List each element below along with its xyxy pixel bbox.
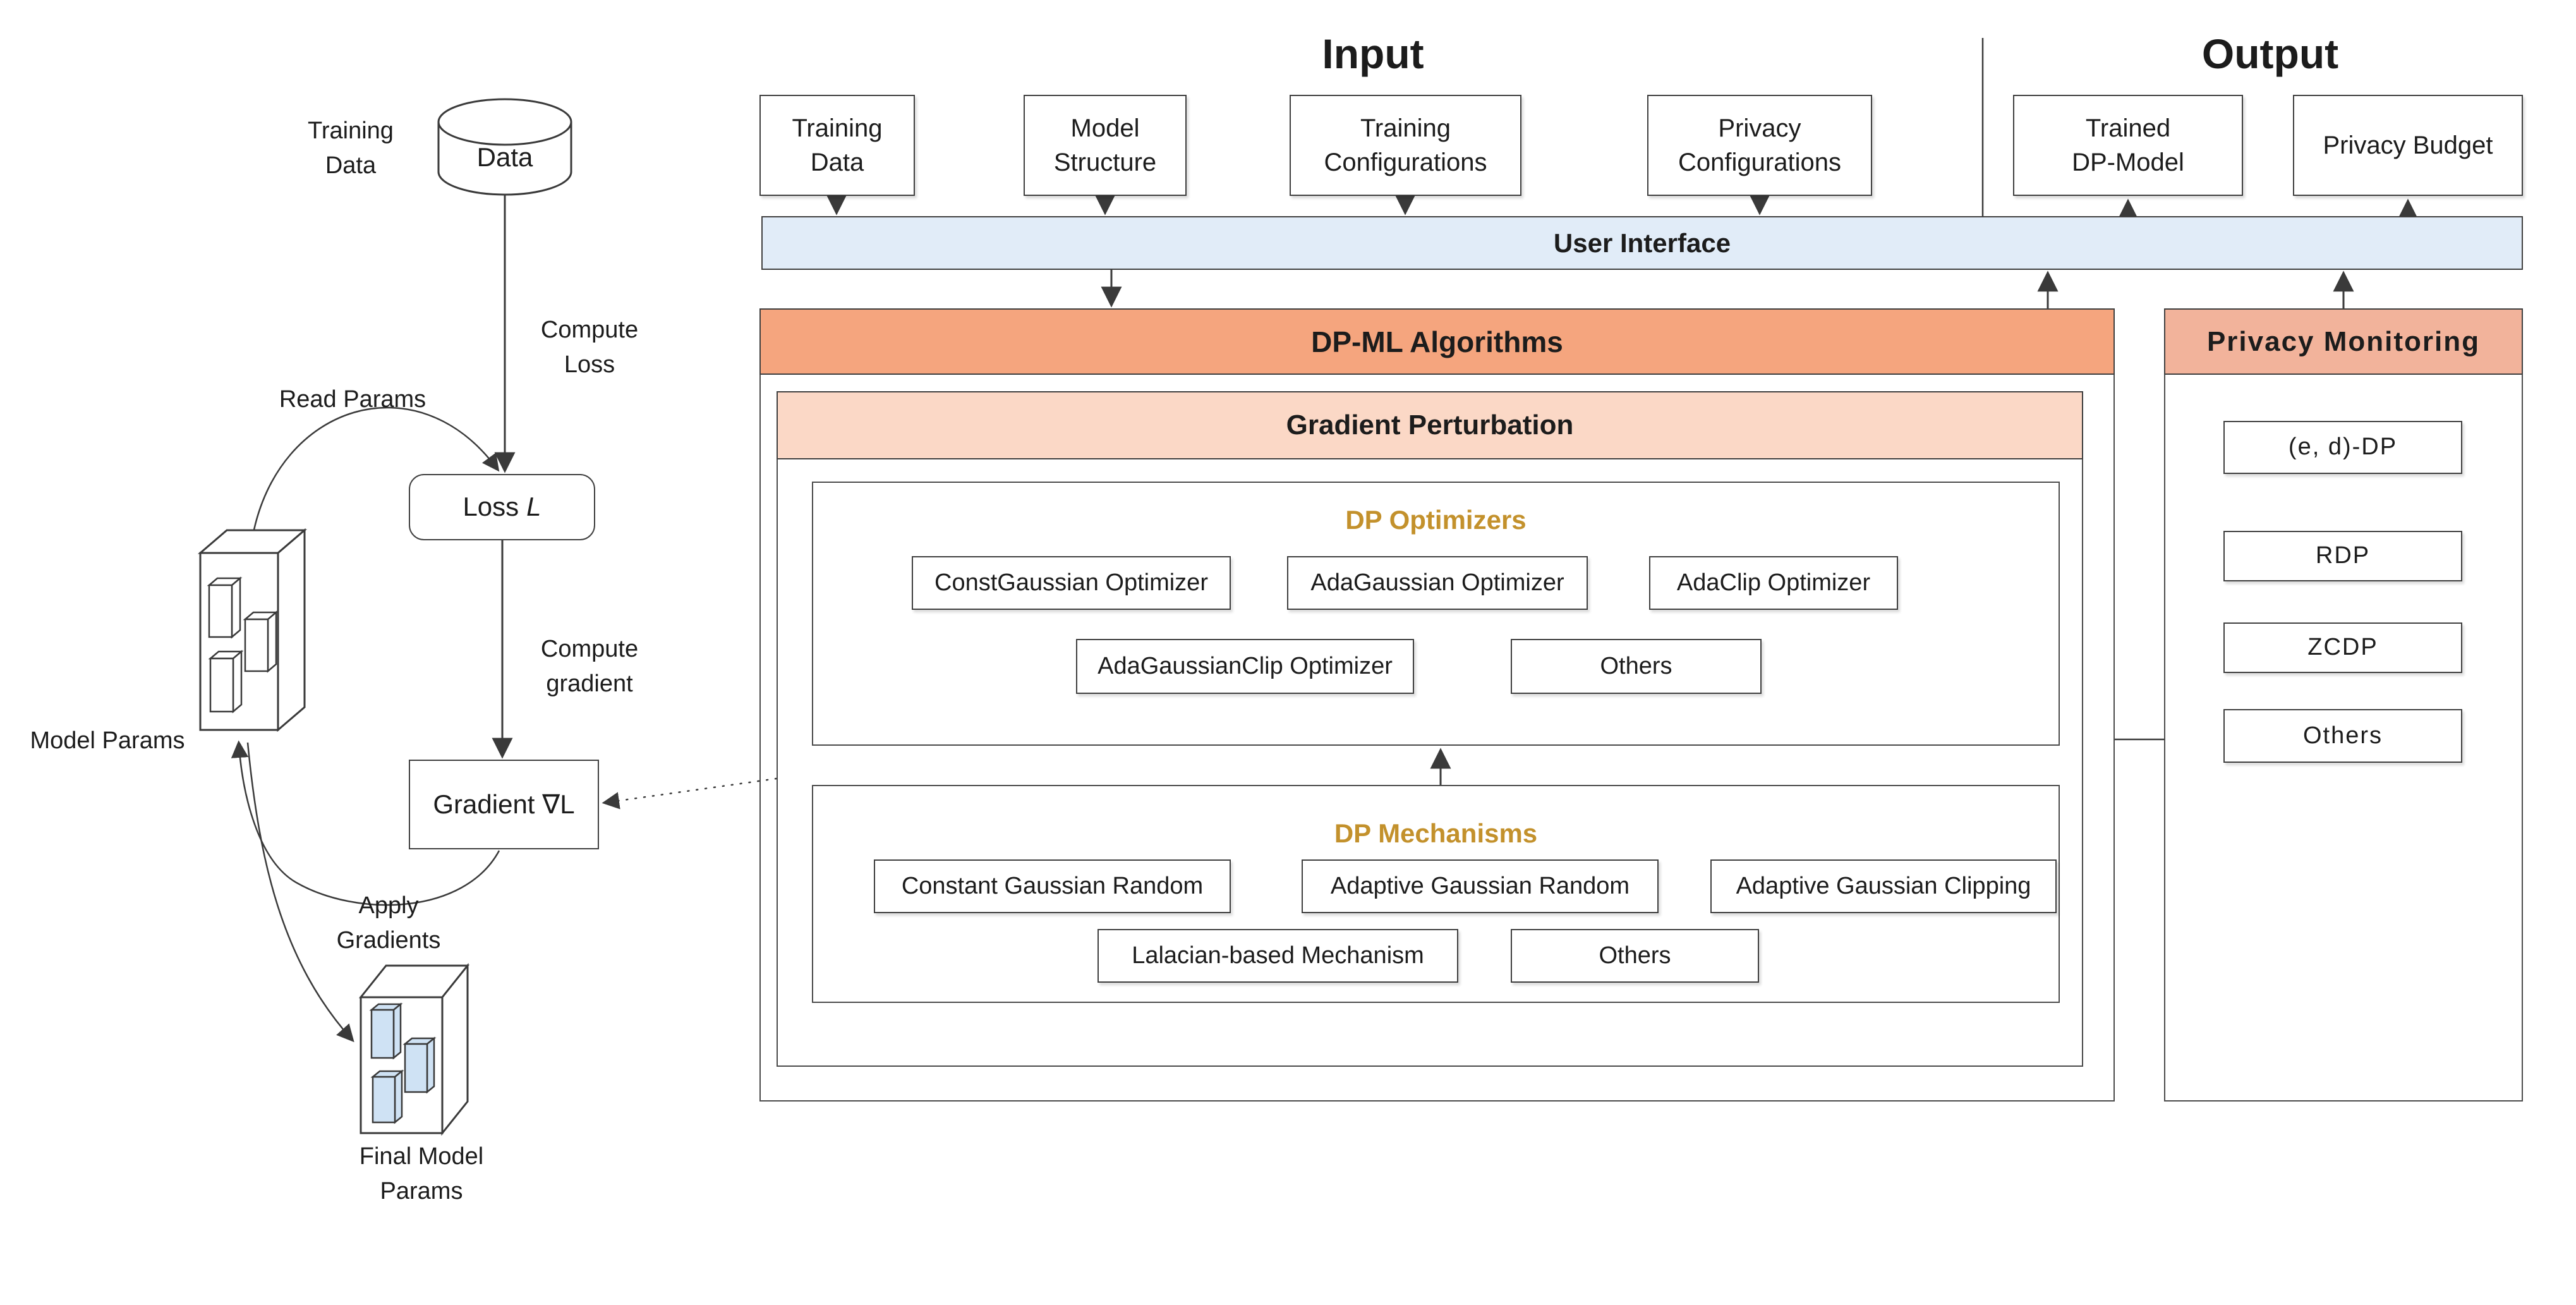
input-box-model-structure: Model Structure [1024,95,1187,196]
io-arrows [826,194,2419,785]
input-title: Input [1322,30,1424,77]
privacy-others: Others [2223,709,2462,763]
input-box-privacy-configurations: Privacy Configurations [1647,95,1872,196]
user-interface-bar: User Interface [761,216,2523,270]
mechanism-lalacian-based: Lalacian-based Mechanism [1098,929,1458,983]
mechanism-constant-gaussian-random: Constant Gaussian Random [874,859,1231,913]
flow-curves [231,406,778,1043]
dp-mechanisms-title: DP Mechanisms [1334,818,1538,848]
flow-arrows [492,195,516,759]
dp-to-gradient-dotted-arrow [602,777,778,810]
gradient-perturbation-header: Gradient Perturbation [777,391,2083,459]
optimizer-constgaussian: ConstGaussian Optimizer [912,556,1231,610]
optimizer-adagaussianclip: AdaGaussianClip Optimizer [1076,639,1414,694]
privacy-zcdp: ZCDP [2223,622,2462,673]
optimizer-adaclip: AdaClip Optimizer [1649,556,1898,610]
loss-word: Loss [463,492,519,522]
dp-optimizers-group [812,482,2060,746]
final-model-params-cube [358,962,470,1136]
final-params-curve [246,742,354,1043]
model-params-label: Model Params [30,727,185,754]
output-box-trained-dp-model: Trained DP-Model [2013,95,2243,196]
mechanism-others: Others [1511,929,1759,983]
dp-ml-algorithms-header: DP-ML Algorithms [759,308,2115,375]
model-params-cube [197,528,308,732]
apply-gradients-label: Apply Gradients [336,892,441,954]
data-cylinder [437,98,572,196]
optimizer-others: Others [1511,639,1762,694]
privacy-monitoring-header: Privacy Monitoring [2164,308,2523,375]
optimizer-adagaussian: AdaGaussian Optimizer [1287,556,1588,610]
dp-mechanisms-group [812,785,2060,1003]
input-box-training-data: Training Data [759,95,915,196]
data-cylinder-label: Data [476,142,533,173]
mechanism-adaptive-gaussian-clipping: Adaptive Gaussian Clipping [1710,859,2057,913]
apply-gradients-curve [231,740,500,906]
read-params-curve [251,406,500,537]
input-box-training-configurations: Training Configurations [1290,95,1521,196]
output-title: Output [2201,30,2339,77]
privacy-ed-dp: (e, d)-DP [2223,421,2462,474]
read-params-label: Read Params [279,385,426,413]
dp-optimizers-title: DP Optimizers [1345,505,1527,535]
output-box-privacy-budget: Privacy Budget [2293,95,2523,196]
loss-node: Loss L [409,474,595,540]
loss-symbol: L [526,492,541,522]
mechanism-adaptive-gaussian-random: Adaptive Gaussian Random [1302,859,1659,913]
privacy-rdp: RDP [2223,531,2462,581]
compute-gradient-label: Compute gradient [540,635,639,697]
compute-loss-label: Compute Loss [540,316,639,378]
training-data-label: Training Data [308,117,394,179]
gradient-node: Gradient ∇L [409,760,599,849]
final-model-params-label: Final Model Params [359,1143,484,1205]
